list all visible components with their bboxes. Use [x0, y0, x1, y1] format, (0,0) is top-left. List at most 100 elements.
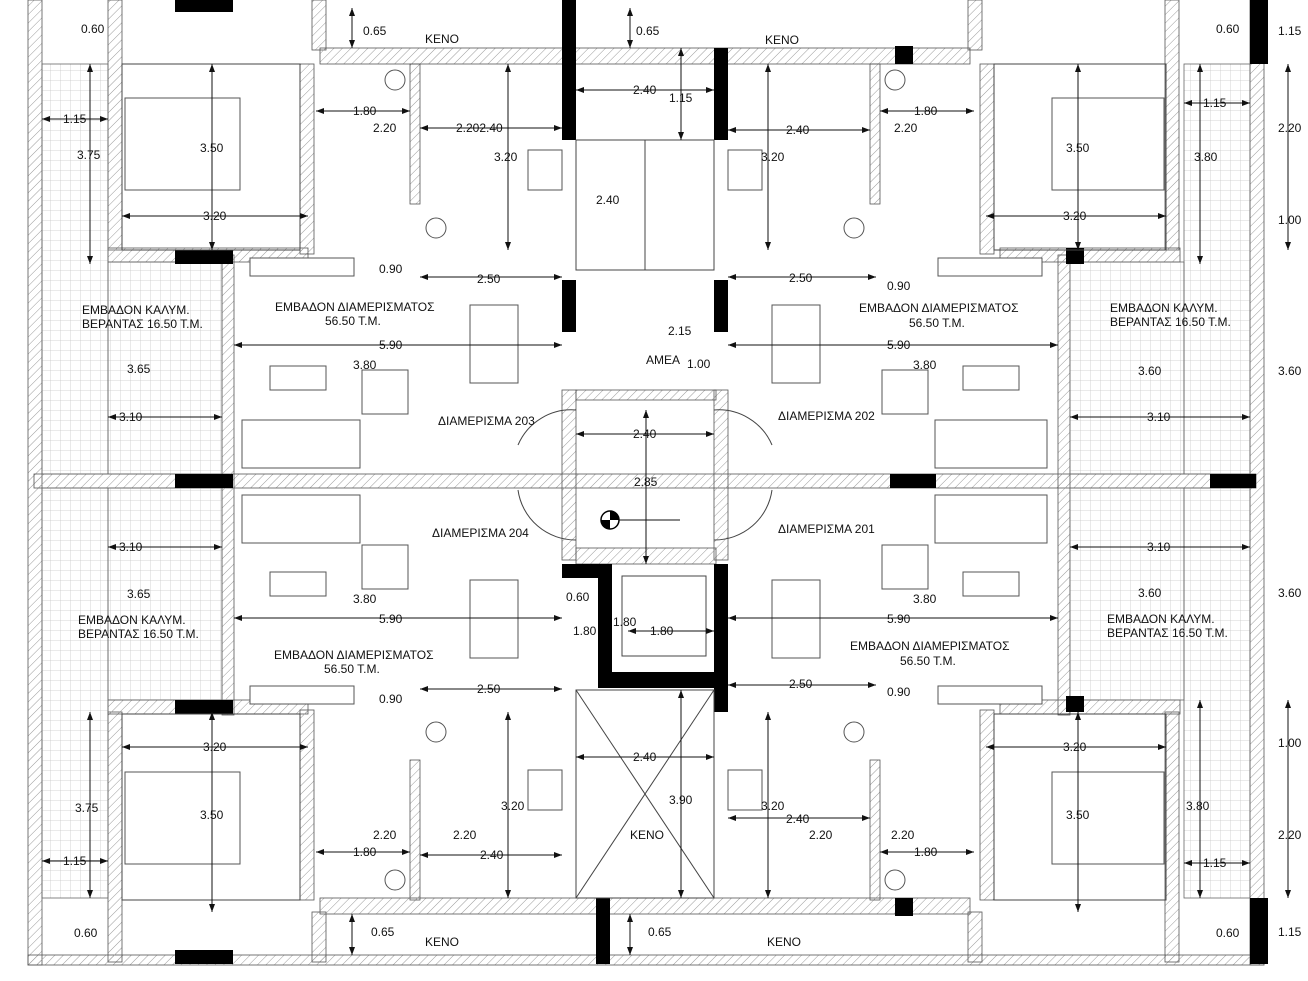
dim-label: 1.80 — [353, 104, 377, 118]
dim-label: 0.60 — [1216, 22, 1240, 36]
veranda-area-value: ΒΕΡΑΝΤΑΣ 16.50 Τ.Μ. — [1110, 315, 1231, 329]
dim-label: 3.60 — [1278, 364, 1302, 378]
dim-label: 1.15 — [63, 854, 87, 868]
veranda-area-value: ΒΕΡΑΝΤΑΣ 16.50 Τ.Μ. — [82, 317, 203, 331]
dim-label: 2.20 — [373, 121, 397, 135]
dim-label: 2.85 — [634, 475, 658, 489]
dim-label: 3.20 — [203, 209, 227, 223]
dim-label: 1.80 — [650, 624, 674, 638]
dim-label: 3.75 — [77, 148, 101, 162]
apartment-202-label: ΔΙΑΜΕΡΙΣΜΑ 202 — [778, 409, 875, 423]
dim-label: 3.80 — [1186, 799, 1210, 813]
dim-label: 3.90 — [669, 793, 693, 807]
dim-label: 3.65 — [127, 587, 151, 601]
dim-label: 0.60 — [74, 926, 98, 940]
dim-label: 5.90 — [887, 338, 911, 352]
dim-label: 0.65 — [371, 925, 395, 939]
dim-label: 3.80 — [913, 358, 937, 372]
veranda-area-label: ΕΜΒΑΔΟΝ ΚΑΛΥΜ. — [1107, 612, 1215, 626]
dim-label: 2.20 — [1278, 121, 1302, 135]
dimension-lines — [42, 8, 1291, 955]
dimension-values: 0.60 0.65 0.65 0.60 1.15 2.40 1.15 1.80 … — [63, 22, 1302, 940]
apartment-204-label: ΔΙΑΜΕΡΙΣΜΑ 204 — [432, 526, 529, 540]
dim-label: 1.80 — [914, 104, 938, 118]
veranda-area-label: ΕΜΒΑΔΟΝ ΚΑΛΥΜ. — [78, 613, 186, 627]
veranda-area-label: ΕΜΒΑΔΟΝ ΚΑΛΥΜ. — [82, 303, 190, 317]
dim-label: 5.90 — [379, 338, 403, 352]
dim-label: 3.20 — [494, 150, 518, 164]
dim-label: 1.80 — [613, 615, 637, 629]
dim-label: 2.40 — [633, 750, 657, 764]
dim-label: 3.20 — [501, 799, 525, 813]
dim-label: 3.60 — [1138, 364, 1162, 378]
dim-label: 0.90 — [379, 692, 403, 706]
dim-label: 1.80 — [353, 845, 377, 859]
dim-label: 3.10 — [1147, 410, 1171, 424]
dim-label: 3.20 — [1063, 209, 1087, 223]
dim-label: 3.20 — [1063, 740, 1087, 754]
dim-label: 3.10 — [119, 540, 143, 554]
accessible-room-label: ΑΜΕΑ — [646, 353, 680, 367]
dim-label: 2.50 — [477, 682, 501, 696]
void-label: KENO — [767, 935, 801, 949]
apartment-area-label: ΕΜΒΑΔΟΝ ΔΙΑΜΕΡΙΣΜΑΤΟΣ — [274, 648, 434, 662]
dim-label: 2.20 — [891, 828, 915, 842]
void-label: KENO — [630, 828, 664, 842]
dim-label: 2.20 — [373, 828, 397, 842]
apartment-201-label: ΔΙΑΜΕΡΙΣΜΑ 201 — [778, 522, 875, 536]
dim-label: 3.50 — [1066, 808, 1090, 822]
veranda-area-value: ΒΕΡΑΝΤΑΣ 16.50 Τ.Μ. — [1107, 626, 1228, 640]
dim-label: 2.20 — [453, 828, 477, 842]
dim-label: 2.40 — [786, 812, 810, 826]
apartment-203-label: ΔΙΑΜΕΡΙΣΜΑ 203 — [438, 414, 535, 428]
void-label: KENO — [765, 33, 799, 47]
dim-label: 2.20 — [809, 828, 833, 842]
dim-label: 0.60 — [1216, 926, 1240, 940]
dim-label: 0.90 — [887, 685, 911, 699]
furniture — [124, 69, 1165, 891]
dim-label: 2.40 — [596, 193, 620, 207]
dim-label: 0.90 — [379, 262, 403, 276]
dim-label: 3.20 — [761, 150, 785, 164]
dim-label: 3.50 — [1066, 141, 1090, 155]
dim-label: 1.15 — [669, 91, 693, 105]
dim-label: 1.15 — [1278, 24, 1302, 38]
dim-label: 1.00 — [1278, 736, 1302, 750]
dim-label: 2.40 — [786, 123, 810, 137]
dim-label: 1.00 — [1278, 213, 1302, 227]
dim-label: 3.65 — [127, 362, 151, 376]
dim-label: 5.90 — [379, 612, 403, 626]
veranda-area-value: ΒΕΡΑΝΤΑΣ 16.50 Τ.Μ. — [78, 627, 199, 641]
apartment-area-value: 56.50 Τ.Μ. — [900, 654, 956, 668]
dim-label: 3.80 — [353, 358, 377, 372]
apartment-area-label: ΕΜΒΑΔΟΝ ΔΙΑΜΕΡΙΣΜΑΤΟΣ — [850, 639, 1010, 653]
apartment-area-label: ΕΜΒΑΔΟΝ ΔΙΑΜΕΡΙΣΜΑΤΟΣ — [859, 301, 1019, 315]
dim-label: 3.20 — [203, 740, 227, 754]
dim-label: 3.75 — [75, 801, 99, 815]
dim-label: 1.15 — [1278, 925, 1302, 939]
dim-label: 3.20 — [761, 799, 785, 813]
void-label: KENO — [425, 32, 459, 46]
dim-label: 3.80 — [353, 592, 377, 606]
apartment-area-label: ΕΜΒΑΔΟΝ ΔΙΑΜΕΡΙΣΜΑΤΟΣ — [275, 300, 435, 314]
dim-label: 0.65 — [636, 24, 660, 38]
dim-label: 2.50 — [789, 677, 813, 691]
void-label: KENO — [425, 935, 459, 949]
apartment-area-value: 56.50 Τ.Μ. — [325, 314, 381, 328]
structural-columns — [175, 0, 1268, 964]
dim-label: 2.20 — [1278, 828, 1302, 842]
dim-label: 2.40 — [633, 427, 657, 441]
dim-label: 3.80 — [1194, 150, 1218, 164]
dim-label: 0.65 — [648, 925, 672, 939]
dim-label: 1.15 — [1203, 856, 1227, 870]
apartment-area-value: 56.50 Τ.Μ. — [324, 662, 380, 676]
dim-label: 2.50 — [789, 271, 813, 285]
dim-label: 3.10 — [119, 410, 143, 424]
section-marker-icon — [600, 510, 680, 530]
dim-label: 3.60 — [1138, 586, 1162, 600]
veranda-area-label: ΕΜΒΑΔΟΝ ΚΑΛΥΜ. — [1110, 301, 1218, 315]
dim-label: 2.50 — [477, 272, 501, 286]
dim-label: 1.00 — [687, 357, 711, 371]
dim-label: 0.90 — [887, 279, 911, 293]
